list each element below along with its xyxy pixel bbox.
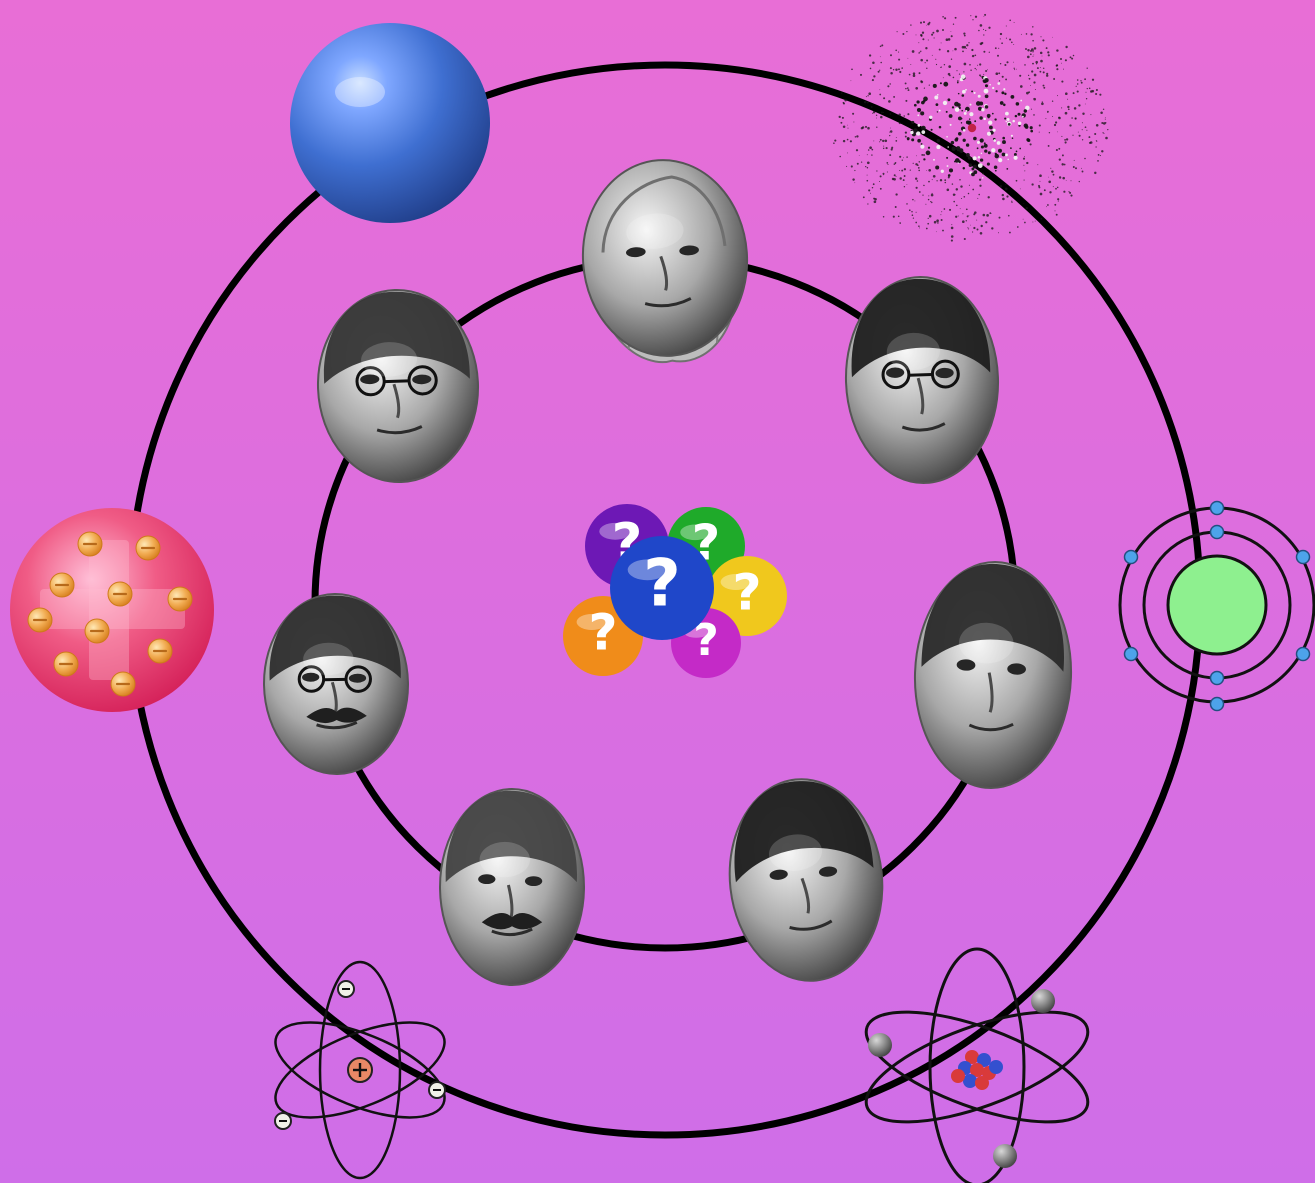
neutron-atom-icon [864, 947, 1090, 1183]
portrait-schrodinger [844, 276, 1000, 484]
atomic-model-icons [10, 13, 1315, 1183]
portrait-bohr [913, 561, 1073, 789]
question-mark-glyph: ? [643, 547, 681, 622]
question-mark-glyph: ? [732, 564, 761, 622]
electron-cloud-icon [833, 13, 1109, 242]
portrait-chadwick [728, 778, 884, 982]
portrait-dalton [316, 289, 480, 483]
cloud-nucleus [967, 123, 977, 133]
center-mystery-cluster: ?????? [563, 504, 787, 678]
rutherford-atom-icon [274, 960, 446, 1180]
portrait-thomson [262, 593, 410, 775]
portrait-democritus [581, 159, 749, 363]
question-mark-glyph: ? [588, 604, 617, 662]
bohr-shell-icon [1118, 500, 1315, 712]
plum-pudding-icon [10, 508, 214, 712]
solid-sphere-icon [290, 23, 490, 223]
portrait-rutherford [439, 788, 585, 986]
scientist-portraits [262, 159, 1073, 986]
question-ball-6: ? [610, 536, 714, 640]
